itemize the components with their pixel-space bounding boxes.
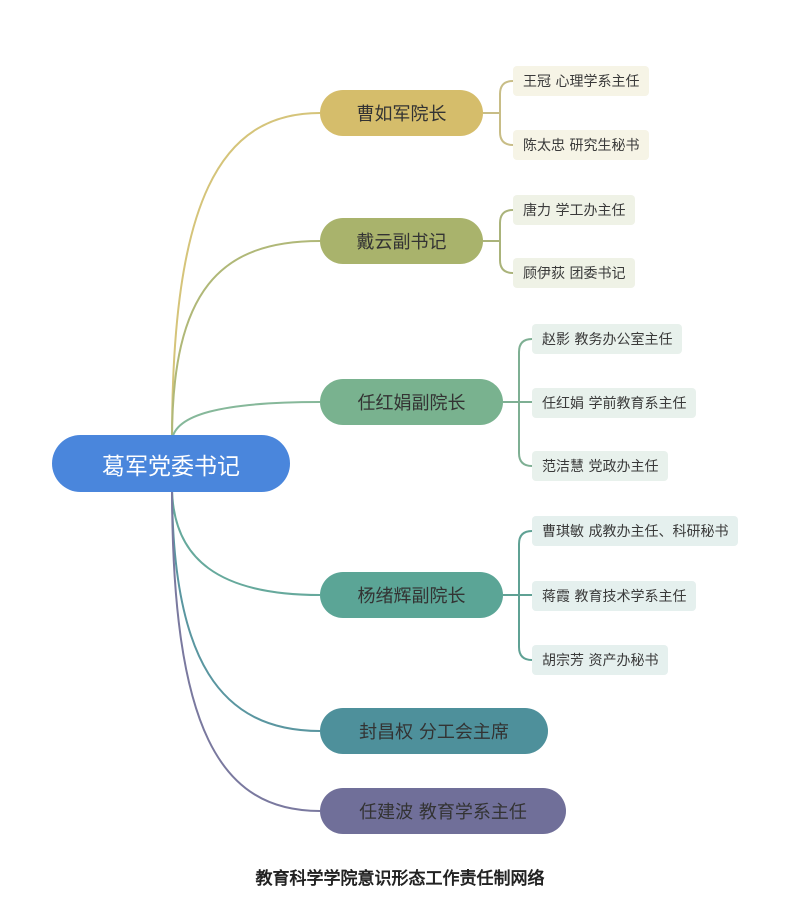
connector-b2: [171, 240, 321, 441]
branch-node[interactable]: 任建波 教育学系主任: [320, 788, 566, 834]
branch-node[interactable]: 曹如军院长: [320, 90, 483, 136]
branch-node[interactable]: 封昌权 分工会主席: [320, 708, 548, 754]
leaf-node[interactable]: 赵影 教务办公室主任: [532, 324, 683, 354]
branch-node[interactable]: 任红娟副院长: [320, 379, 503, 425]
connector-b6: [171, 485, 321, 812]
leaf-node[interactable]: 曹琪敏 成教办主任、科研秘书: [532, 516, 739, 546]
connector-b1: [171, 112, 321, 441]
leaf-node[interactable]: 唐力 学工办主任: [513, 195, 636, 225]
bracket-b1: [483, 80, 514, 146]
bracket-b2: [483, 209, 514, 274]
branch-node[interactable]: 戴云副书记: [320, 218, 483, 264]
connector-b3: [171, 401, 321, 441]
leaf-node[interactable]: 顾伊荻 团委书记: [513, 258, 636, 288]
leaf-node[interactable]: 蒋霞 教育技术学系主任: [532, 581, 697, 611]
bracket-b3: [503, 338, 533, 467]
root-node[interactable]: 葛军党委书记: [52, 435, 290, 492]
leaf-node[interactable]: 陈太忠 研究生秘书: [513, 130, 650, 160]
connector-b5: [171, 485, 321, 732]
branch-node[interactable]: 杨绪辉副院长: [320, 572, 503, 618]
diagram-caption: 教育科学学院意识形态工作责任制网络: [255, 869, 545, 889]
connector-b4: [171, 485, 321, 596]
leaf-node[interactable]: 范洁慧 党政办主任: [532, 451, 669, 481]
leaf-node[interactable]: 任红娟 学前教育系主任: [532, 388, 697, 418]
leaf-node[interactable]: 胡宗芳 资产办秘书: [532, 645, 669, 675]
bracket-b4: [503, 530, 533, 661]
leaf-node[interactable]: 王冠 心理学系主任: [513, 66, 650, 96]
